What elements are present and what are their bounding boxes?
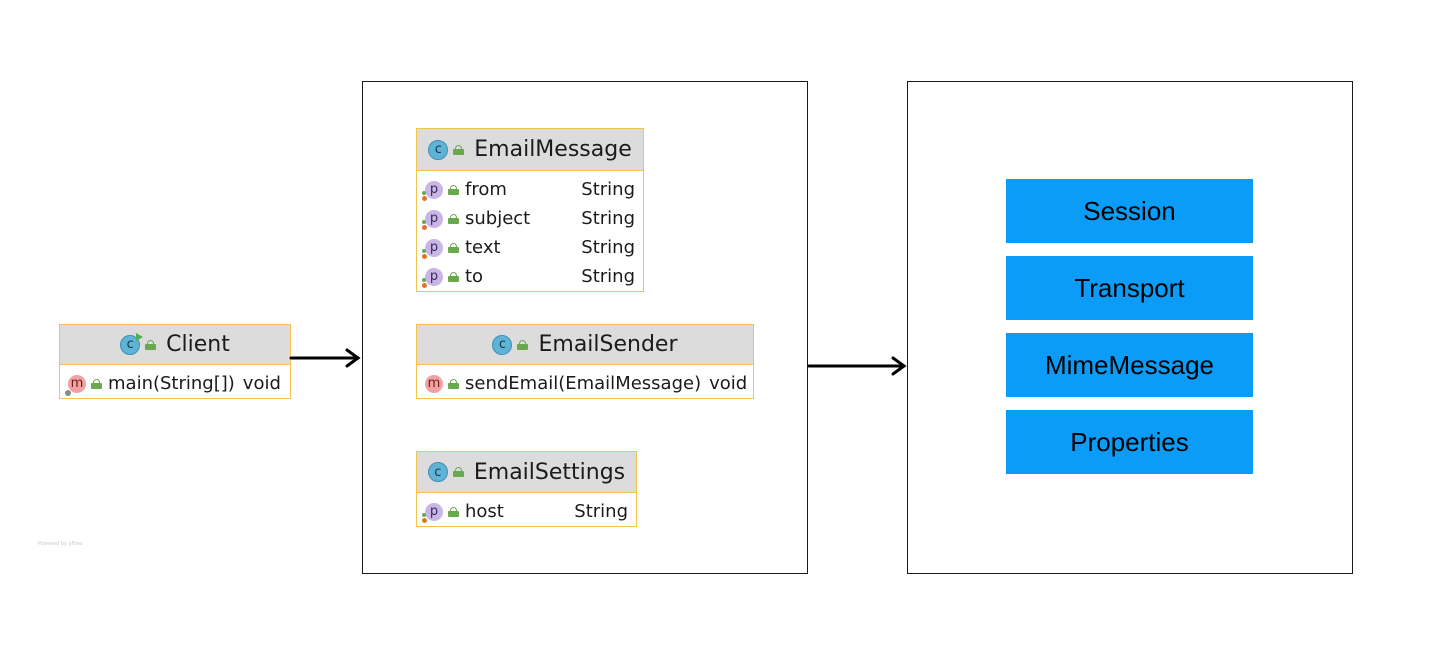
property-type: String bbox=[581, 208, 635, 229]
email-message-class-header: c EmailMessage bbox=[417, 129, 643, 171]
email-message-class-title: EmailMessage bbox=[474, 137, 632, 162]
public-lock-icon bbox=[448, 271, 459, 282]
property-icon: p bbox=[422, 180, 443, 201]
property-row: p subject String bbox=[417, 204, 643, 233]
email-settings-class-header: c EmailSettings bbox=[417, 452, 636, 493]
run-icon bbox=[136, 332, 144, 341]
property-icon: p bbox=[422, 238, 443, 259]
public-lock-icon bbox=[448, 378, 459, 389]
client-class-header: c Client bbox=[60, 325, 290, 365]
method-return-type: void bbox=[709, 373, 748, 394]
property-row: p host String bbox=[417, 497, 636, 526]
property-row: p text String bbox=[417, 233, 643, 262]
client-class-title: Client bbox=[166, 332, 230, 357]
property-icon: p bbox=[422, 502, 443, 523]
arrow-client-to-module bbox=[289, 348, 361, 368]
public-lock-icon bbox=[448, 184, 459, 195]
public-lock-icon bbox=[145, 339, 157, 350]
arrow-module-to-library bbox=[807, 356, 907, 376]
property-row: p from String bbox=[417, 175, 643, 204]
class-icon: c bbox=[120, 332, 144, 355]
email-settings-class-box[interactable]: c EmailSettings p host String bbox=[416, 451, 637, 527]
public-lock-icon bbox=[452, 467, 464, 477]
library-transport[interactable]: Transport bbox=[1006, 256, 1253, 320]
property-type: String bbox=[581, 237, 635, 258]
property-name: to bbox=[465, 266, 484, 287]
class-icon: c bbox=[428, 139, 449, 160]
method-return-type: void bbox=[242, 373, 281, 394]
email-message-class-box[interactable]: c EmailMessage p from String p subject S… bbox=[416, 128, 644, 292]
email-sender-class-title: EmailSender bbox=[538, 332, 678, 357]
public-lock-icon bbox=[517, 339, 529, 350]
property-type: String bbox=[574, 501, 628, 522]
client-class-box[interactable]: c Client m main(String[])void bbox=[59, 324, 291, 399]
property-type: String bbox=[581, 266, 635, 287]
public-lock-icon bbox=[448, 506, 459, 517]
public-lock-icon bbox=[448, 213, 459, 224]
library-session[interactable]: Session bbox=[1006, 179, 1253, 243]
method-signature: main(String[])void bbox=[108, 373, 281, 394]
class-icon: c bbox=[492, 334, 513, 355]
library-properties[interactable]: Properties bbox=[1006, 410, 1253, 474]
class-icon: c bbox=[427, 462, 448, 482]
email-sender-class-box[interactable]: c EmailSender m sendEmail(EmailMessage)v… bbox=[416, 324, 754, 399]
public-lock-icon bbox=[91, 378, 102, 389]
property-name: from bbox=[465, 179, 507, 200]
property-name: host bbox=[465, 501, 504, 522]
property-icon: p bbox=[422, 209, 443, 230]
property-row: p to String bbox=[417, 262, 643, 291]
email-sender-class-header: c EmailSender bbox=[417, 325, 753, 365]
public-lock-icon bbox=[453, 144, 465, 155]
watermark: Powered by yFiles bbox=[38, 541, 83, 547]
pin-icon bbox=[65, 389, 71, 396]
property-type: String bbox=[581, 179, 635, 200]
property-name: subject bbox=[465, 208, 531, 229]
email-settings-class-title: EmailSettings bbox=[473, 459, 626, 485]
method-icon: m bbox=[65, 374, 86, 396]
method-icon: m bbox=[425, 374, 443, 393]
library-frame bbox=[907, 81, 1353, 574]
method-signature: sendEmail(EmailMessage)void bbox=[465, 373, 748, 394]
library-mimemessage[interactable]: MimeMessage bbox=[1006, 333, 1253, 397]
property-name: text bbox=[465, 237, 501, 258]
client-method-row: m main(String[])void bbox=[60, 369, 290, 398]
method-row: m sendEmail(EmailMessage)void bbox=[417, 369, 753, 398]
property-icon: p bbox=[422, 267, 443, 288]
public-lock-icon bbox=[448, 242, 459, 253]
